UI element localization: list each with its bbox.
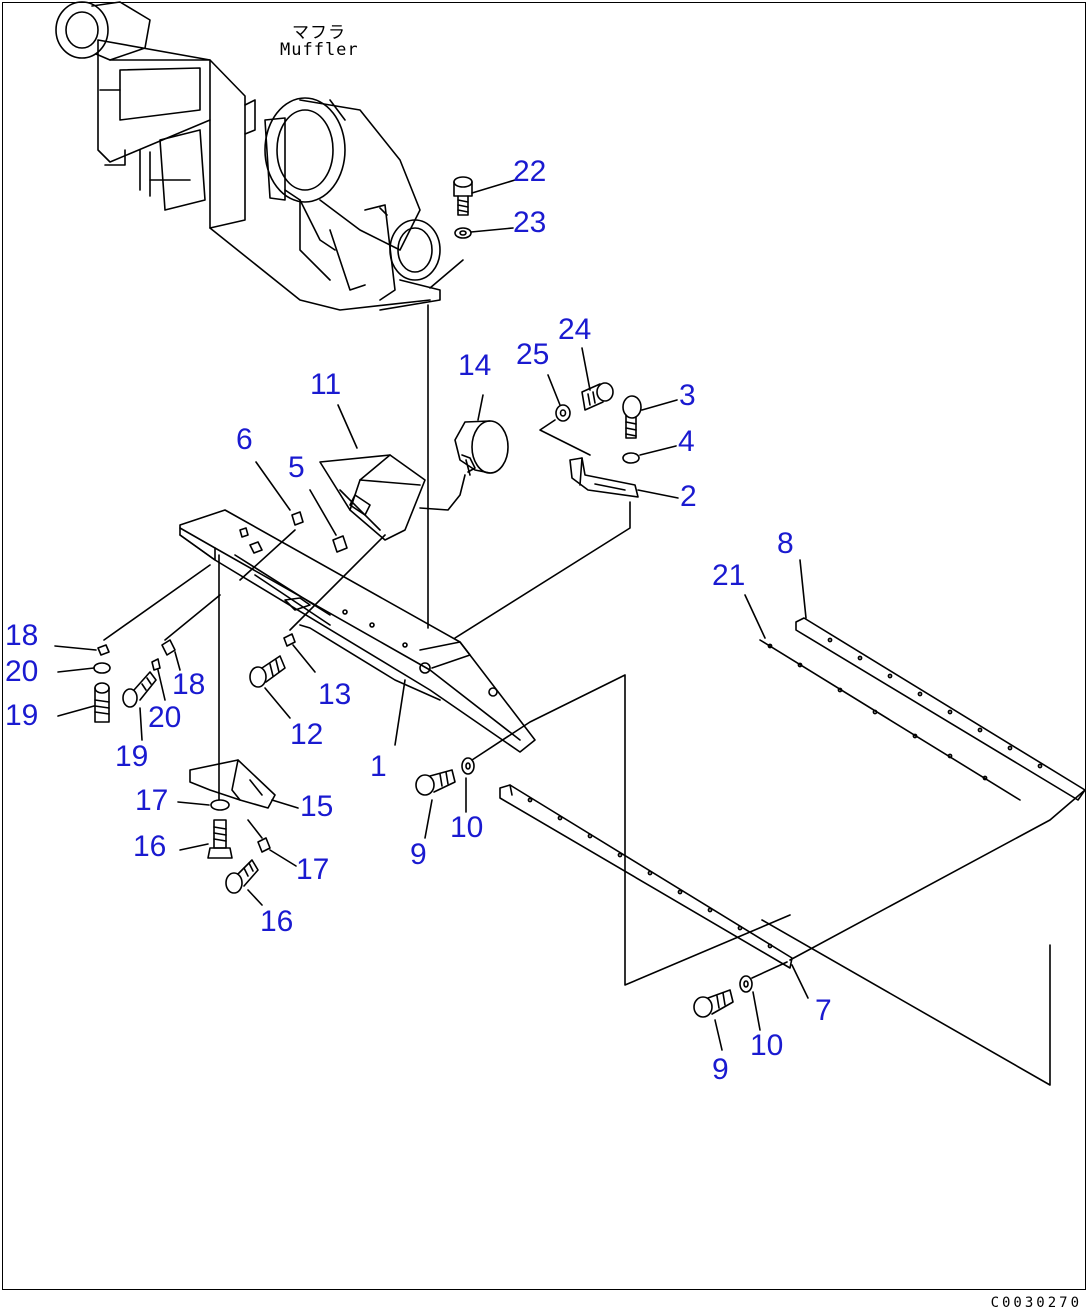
callout-8: 8 [777,527,794,560]
callout-2: 2 [680,480,697,513]
bolt-19-right-drawing [122,671,157,741]
bolt-3-drawing [622,395,678,439]
washer-23-drawing [429,227,514,289]
callout-25: 25 [516,338,550,371]
callout-18-right: 18 [172,668,206,701]
callout-16-upper: 16 [133,830,167,863]
bolt-16-upper-drawing [179,819,233,859]
clip-6-drawing [239,461,304,581]
bolt-19-left-drawing [57,682,110,723]
callout-17-lower: 17 [296,853,330,886]
nut-13-drawing [283,534,386,673]
callout-10-lower: 10 [750,1029,784,1062]
callout-20-right: 20 [148,701,182,734]
callout-15: 15 [300,790,334,823]
washer-10-lower-drawing [739,961,788,1031]
callout-5: 5 [288,451,305,484]
callout-3: 3 [679,379,696,412]
plate-1-drawing [179,509,536,753]
nut-18-right-drawing [161,594,221,671]
washer-4-drawing [622,445,677,464]
clip-5-drawing [309,489,348,553]
callout-9-lower: 9 [712,1053,729,1086]
callout-12: 12 [290,718,324,751]
bolt-12-drawing [249,655,291,719]
bracket-2-drawing [454,457,679,639]
callout-7: 7 [815,994,832,1027]
strip-8-drawing [795,559,1086,801]
callout-24: 24 [558,313,592,346]
callout-19-left: 19 [5,699,39,732]
bracket-15-drawing [189,759,299,809]
muffler-label-english: Muffler [280,40,359,60]
bolt-22-drawing [453,176,516,216]
callout-22: 22 [513,155,547,188]
callout-6: 6 [236,423,253,456]
sealing-21-drawing [744,594,1021,801]
washer-17-lower-drawing [247,819,297,867]
callout-1: 1 [370,750,387,783]
callout-23: 23 [513,206,547,239]
callout-21: 21 [712,559,746,592]
callout-20-left: 20 [5,655,39,688]
drawing-code: C0030270 [990,1295,1082,1311]
callout-10-middle: 10 [450,811,484,844]
callout-14: 14 [458,349,492,382]
washer-10-middle-drawing [461,674,791,986]
callout-13: 13 [318,678,352,711]
drawing-frame [2,2,1086,1290]
cover-11-drawing [319,404,426,541]
bolt-9-middle-drawing [415,769,456,839]
nut-18-left-drawing [54,564,211,656]
callout-16-lower: 16 [260,905,294,938]
bolt-9-lower-drawing [693,989,734,1051]
strip-7-drawing [499,784,1086,1086]
bolt-24-drawing [581,347,614,411]
callout-17-upper: 17 [135,784,169,817]
muffler-label-japanese: マフラ [292,23,346,43]
callout-19-right: 19 [115,740,149,773]
callout-9-middle: 9 [410,838,427,871]
washer-25-drawing [539,374,591,456]
bolt-16-lower-drawing [225,859,263,906]
callout-4: 4 [678,425,695,458]
horn-14-drawing [419,394,509,511]
washer-20-left-drawing [57,662,111,674]
washer-20-right-drawing [151,658,166,701]
washer-17-upper-drawing [177,799,230,811]
callout-11: 11 [310,368,342,401]
callout-18-left: 18 [5,619,39,652]
muffler-drawing [55,1,441,311]
